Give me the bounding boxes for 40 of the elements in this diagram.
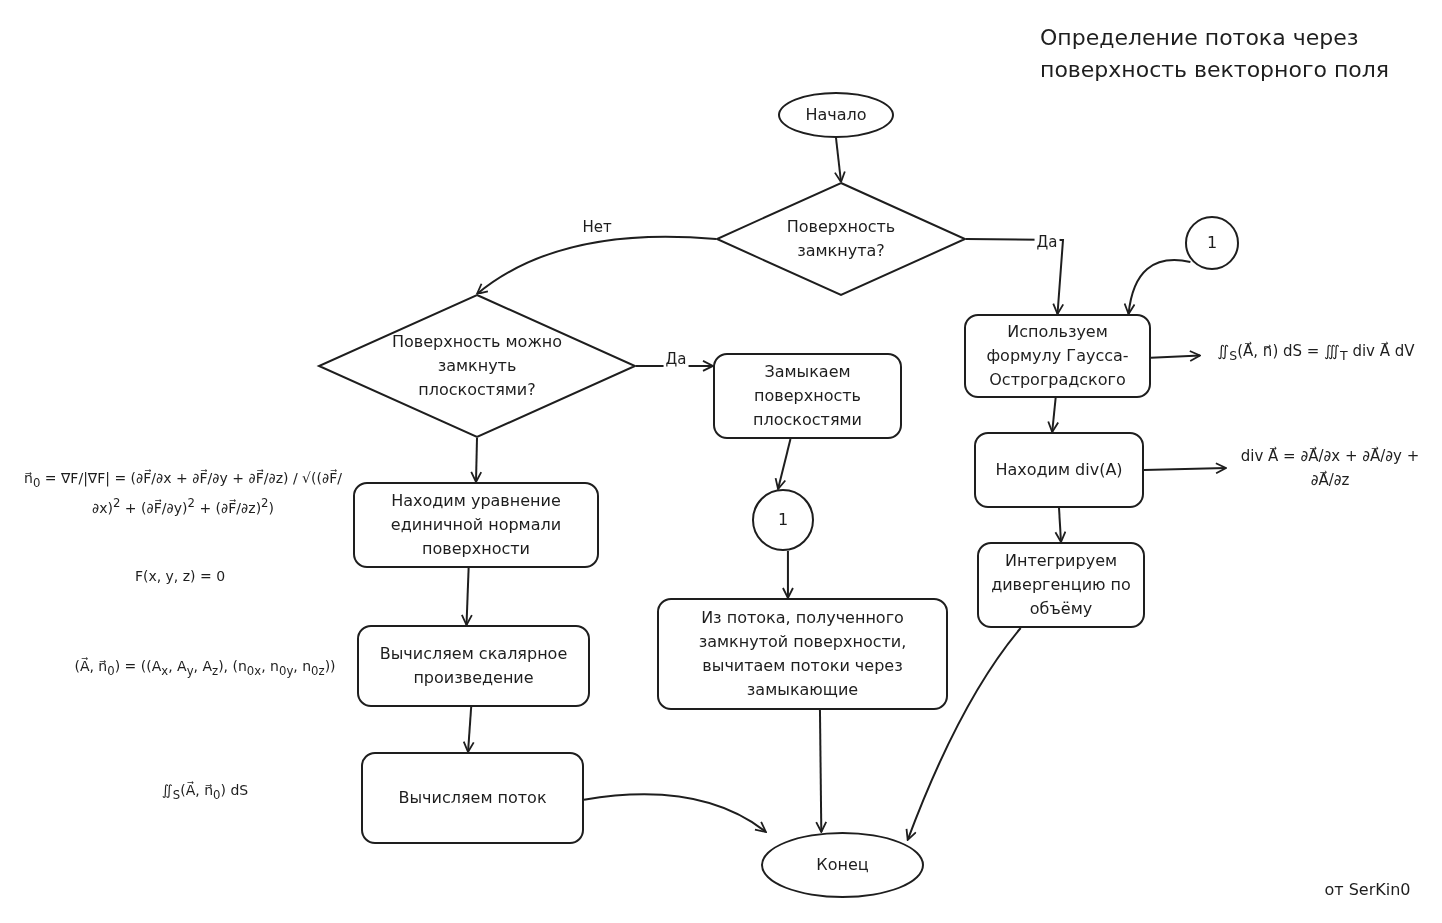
formula-text: n⃗$_{0}$ = ∇F/|∇F| = (∂F⃗/∂x + ∂F⃗/∂y + ∂F⃗/∂z) / √((∂F⃗/∂x)$^{2}$ + (∂F⃗/∂y)$^{2}$ + (∂F⃗/∂z)$^{2}$) — [23, 468, 343, 518]
process-box: Вычисляем скалярное произведение — [357, 625, 590, 707]
arrow — [583, 793, 767, 833]
process-box: Из потока, полученного замкнутой поверхности, вычитаем потоки через замыкающие — [657, 598, 948, 710]
author-note: от SerKin0 — [1323, 880, 1412, 900]
process-box: Находим уравнение единичной нормали поверхности — [353, 482, 599, 568]
process-box: Замыкаем поверхность плоскостями — [713, 353, 902, 439]
process-box: Интегрируем дивергенцию по объёму — [977, 542, 1145, 628]
arrow — [462, 706, 475, 753]
connector-circle: 1 — [752, 489, 814, 551]
edge-label: Да — [663, 350, 689, 368]
arrow — [905, 627, 1022, 841]
decision-diamond: Поверхность замкнута? — [716, 182, 966, 296]
arrow — [476, 235, 717, 295]
arrow — [774, 438, 792, 490]
arrow — [1150, 350, 1201, 362]
arrow — [834, 137, 846, 183]
formula-text: ∬$_{S}$(A⃗, n⃗) dS = ∭$_{T}$ div A⃗ dV — [1200, 328, 1432, 378]
process-box: Находим div(A) — [974, 432, 1144, 508]
terminator-oval: Конец — [761, 832, 924, 898]
arrow — [1054, 507, 1067, 543]
arrow — [1124, 259, 1192, 315]
terminator-oval: Начало — [778, 92, 894, 138]
arrow — [1047, 397, 1060, 433]
formula-text: (A⃗, n⃗$_{0}$) = ((A$_{x}$, A$_{y}$, A$_{z}$), (n$_{0x}$, n$_{0y}$, n$_{0z}$)) — [73, 656, 337, 680]
formula-text: F(x, y, z) = 0 — [133, 567, 227, 586]
arrow — [1143, 462, 1227, 475]
arrow — [965, 238, 1065, 315]
arrow — [470, 437, 483, 483]
formula-text: ∬$_{S}$(A⃗, n⃗$_{0}$) dS — [160, 780, 250, 804]
process-box: Вычисляем поток — [361, 752, 584, 844]
edge-label: Да — [1034, 233, 1060, 251]
process-box: Используем формулу Гаусса-Остроградского — [964, 314, 1151, 398]
diagram-title: Определение потока через поверхность векторного поля — [1040, 24, 1391, 84]
arrow — [815, 709, 828, 833]
decision-diamond: Поверхность можно замкнуть плоскостями? — [318, 294, 636, 438]
connector-circle: 1 — [1185, 216, 1239, 270]
arrow — [782, 550, 794, 599]
formula-text: div A⃗ = ∂A⃗/∂x + ∂A⃗/∂y + ∂A⃗/∂z — [1226, 440, 1434, 496]
arrow — [461, 567, 473, 626]
